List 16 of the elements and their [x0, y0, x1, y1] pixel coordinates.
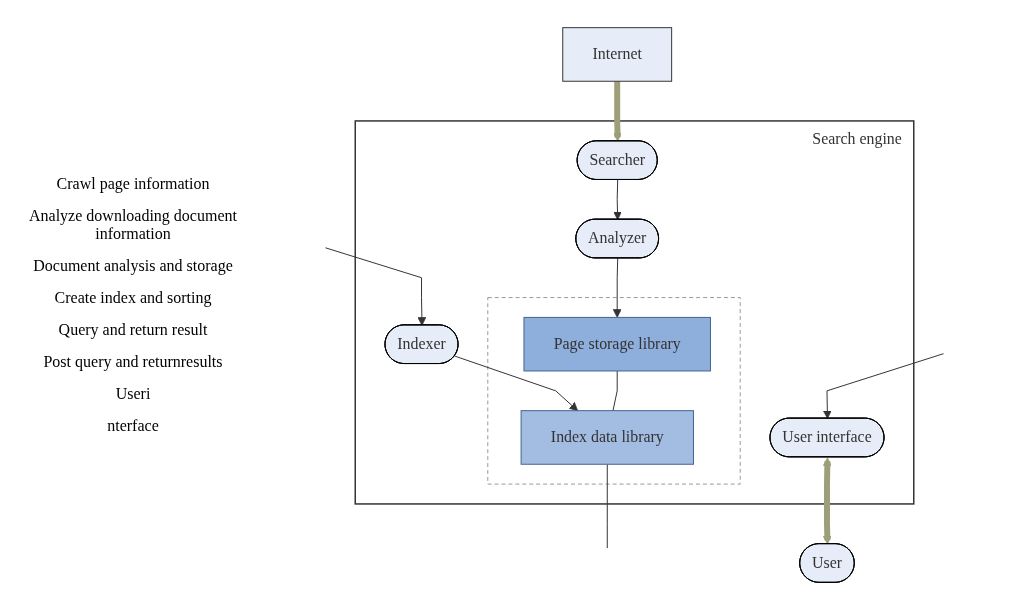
node-box: Index data library	[520, 410, 694, 465]
connector	[612, 370, 618, 412]
arrow	[822, 457, 832, 545]
connector	[606, 463, 608, 549]
cluster	[487, 297, 741, 485]
side-note: Document analysis and storage	[32, 257, 234, 275]
node-box: Internet	[562, 27, 673, 82]
side-note: Analyze downloading document information	[28, 207, 238, 243]
node-box: Page storage library	[523, 316, 711, 372]
arrow	[613, 81, 622, 142]
side-note: Useri	[114, 385, 152, 403]
side-note: nterface	[106, 417, 160, 435]
side-note: Create index and sorting	[53, 289, 213, 307]
side-note: Query and return result	[57, 321, 209, 339]
side-note: Crawl page information	[55, 175, 211, 193]
side-note: Post query and returnresults	[42, 353, 224, 371]
